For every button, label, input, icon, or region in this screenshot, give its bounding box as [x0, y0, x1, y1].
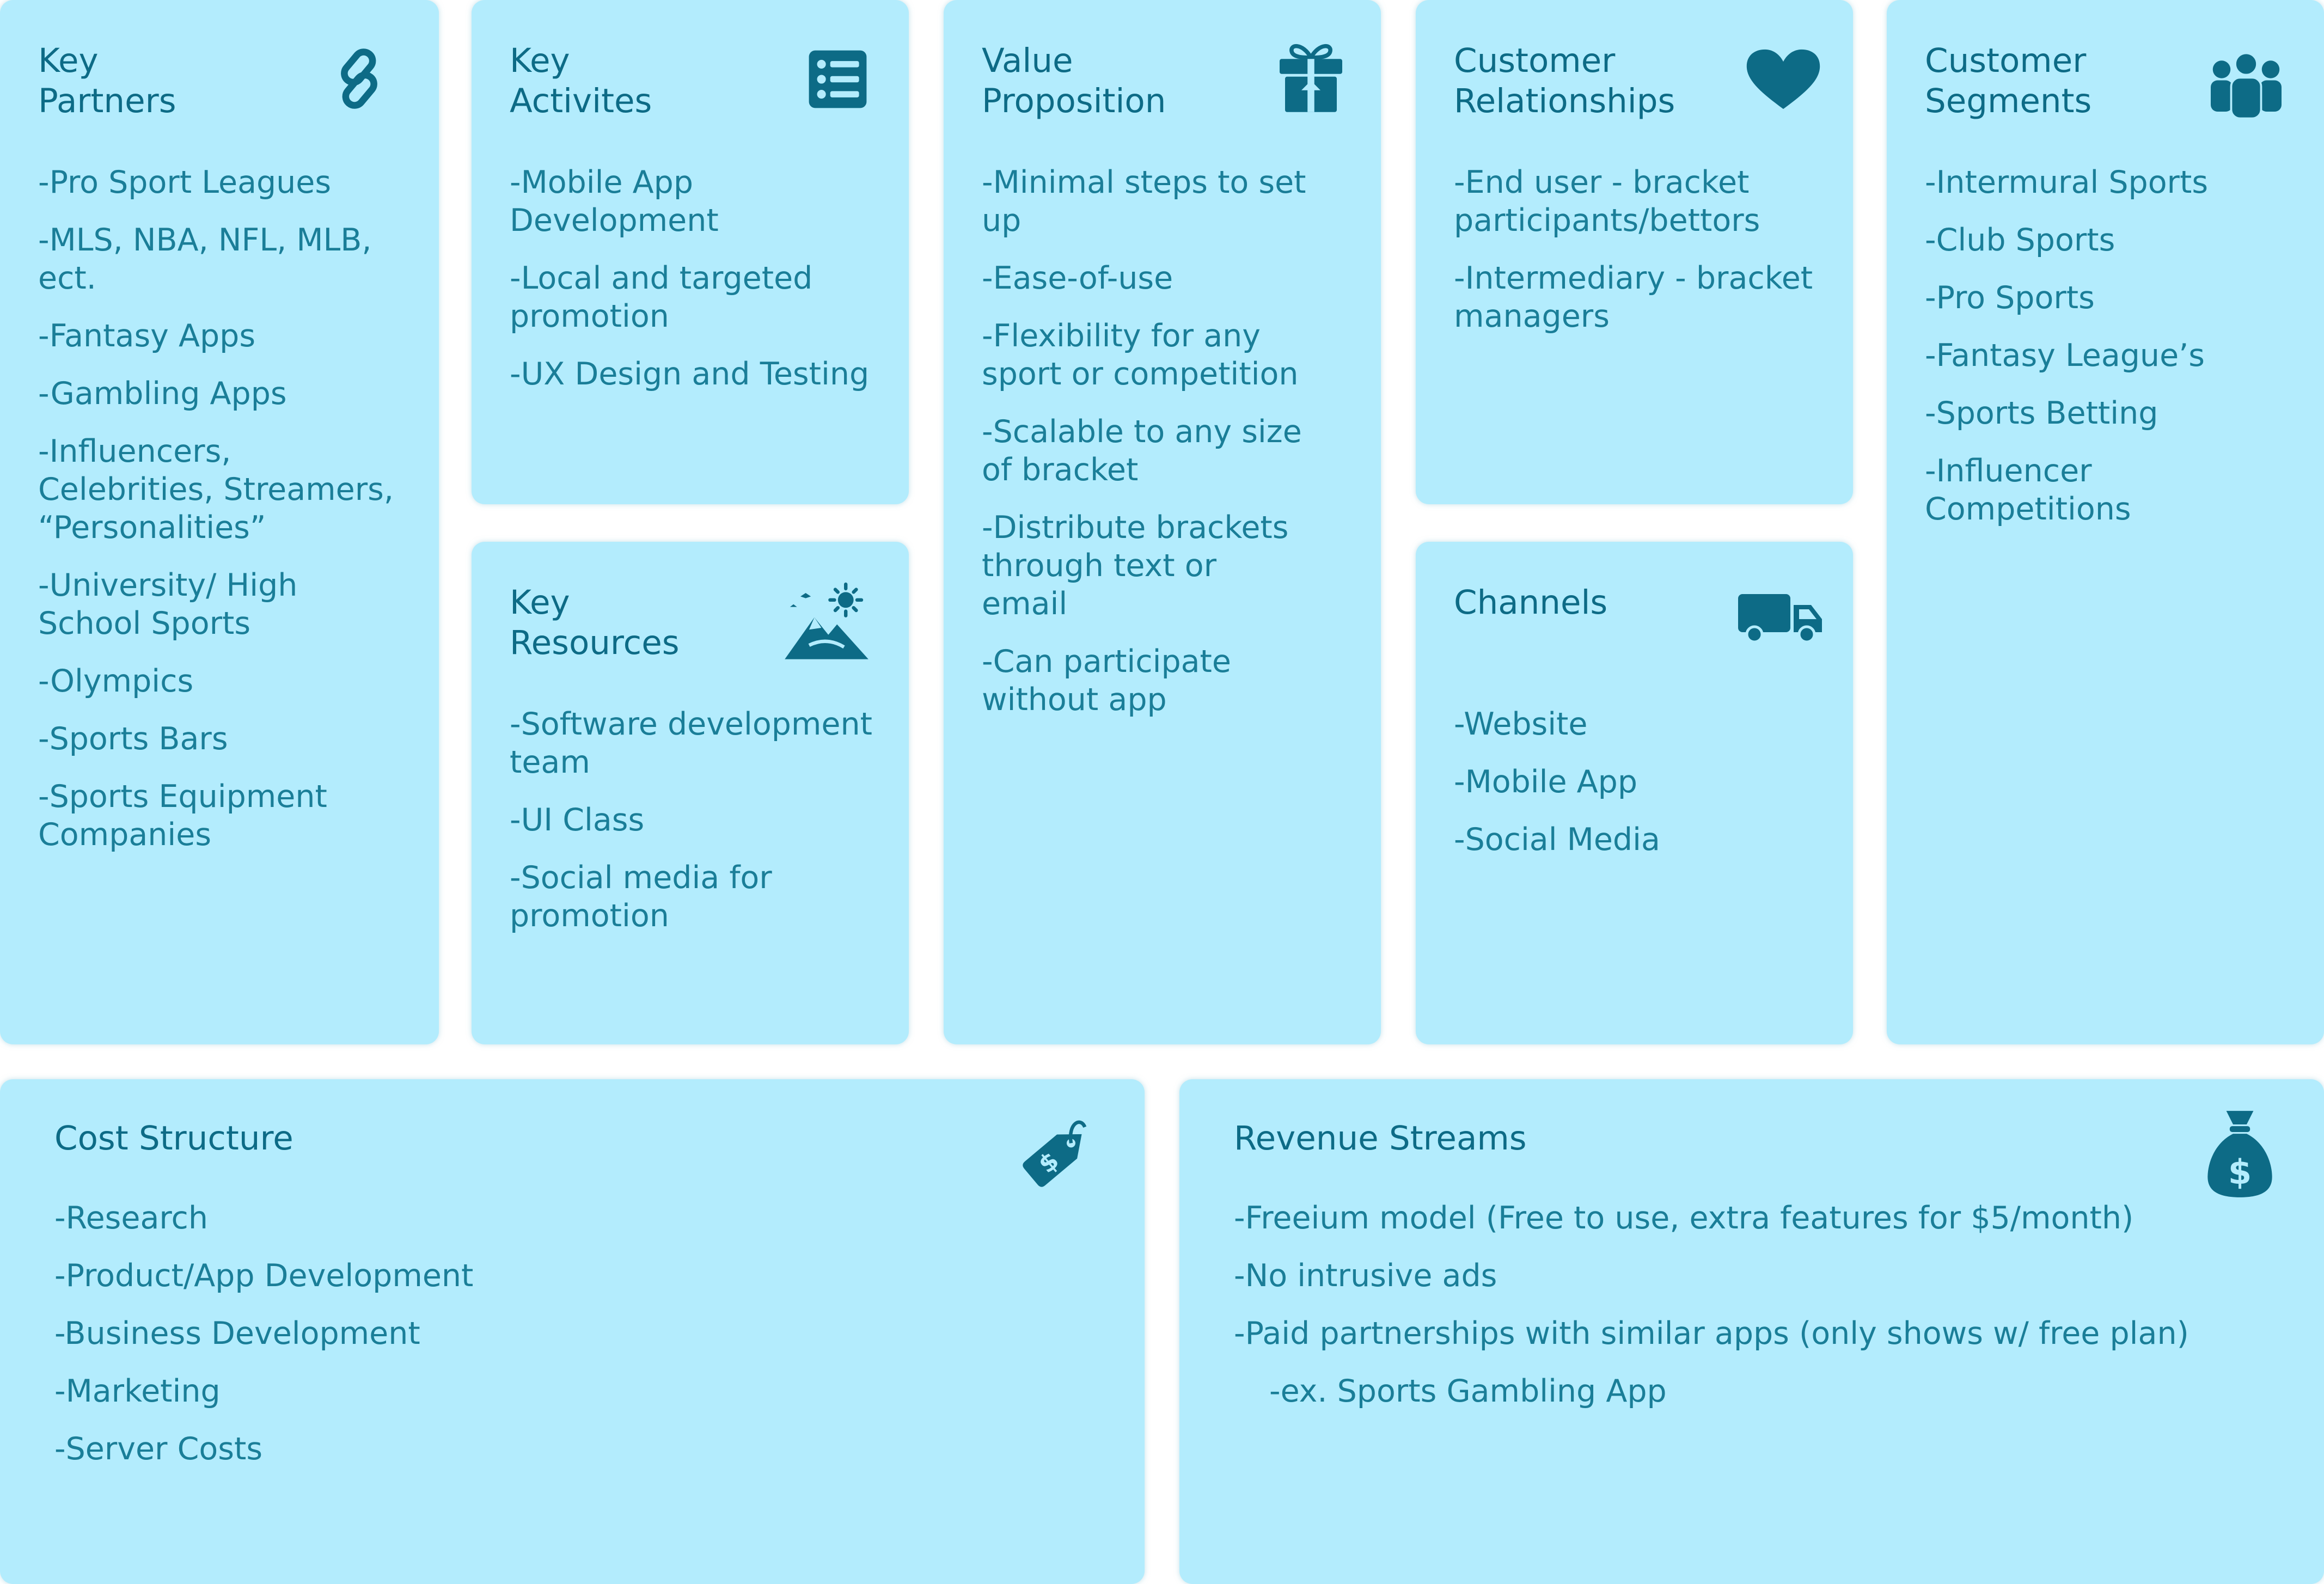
list-item: -University/ High School Sports — [38, 567, 298, 641]
channels-card: Channels -Website -Mobile App -Social Me… — [1416, 542, 1853, 1044]
value-proposition-card: Value Proposition -Minimal steps to set … — [944, 0, 1381, 1044]
key-partners-title: Key Partners — [38, 41, 176, 120]
list-item: -Flexibility for any sport or competitio… — [982, 318, 1299, 392]
customer-segments-card: Customer Segments -Intermural Sports -Cl… — [1887, 0, 2324, 1044]
checklist-icon — [806, 48, 869, 111]
list-item: -Sports Bars — [38, 721, 228, 757]
list-item: -UI Class — [510, 802, 645, 838]
list-item: -No intrusive ads — [1234, 1258, 1497, 1294]
list-item: -Website — [1454, 706, 1588, 742]
list-item: -MLS, NBA, NFL, MLB, ect. — [38, 222, 372, 296]
customer-relationships-card: Customer Relationships -End user - brack… — [1416, 0, 1853, 504]
svg-text:$: $ — [2228, 1152, 2252, 1192]
list-item: -Ease-of-use — [982, 260, 1173, 296]
list-item: -Social Media — [1454, 822, 1660, 858]
list-item: -Business Development — [54, 1316, 420, 1351]
link-icon — [325, 45, 393, 113]
list-item: -End user - bracket participants/bettors — [1454, 164, 1760, 238]
list-item: -Intermediary - bracket managers — [1454, 260, 1813, 334]
value-proposition-title: Value Proposition — [982, 41, 1166, 120]
list-item: -Product/App Development — [54, 1258, 474, 1294]
list-item: -Gambling Apps — [38, 376, 287, 412]
list-item: -Distribute brackets through text or ema… — [982, 510, 1289, 622]
landscape-icon — [783, 576, 870, 663]
list-item: -Fantasy Apps — [38, 318, 256, 354]
list-item: -Social media for promotion — [510, 860, 772, 934]
price-tag-icon: $ — [1013, 1112, 1100, 1199]
key-resources-card: Key Resources -Software development team… — [472, 542, 909, 1044]
list-item: -Local and targeted promotion — [510, 260, 813, 334]
list-item: -Fantasy League’s — [1925, 338, 2205, 374]
list-item: -Club Sports — [1925, 222, 2115, 258]
cost-structure-title: Cost Structure — [54, 1119, 293, 1158]
list-item: -Sports Betting — [1925, 395, 2158, 431]
list-item: -Pro Sport Leagues — [38, 164, 332, 200]
list-item: -Olympics — [38, 663, 194, 699]
list-item: -Pro Sports — [1925, 280, 2095, 316]
list-item: -Influencer Competitions — [1925, 453, 2131, 527]
list-item: -Paid partnerships with similar apps (on… — [1234, 1316, 2189, 1351]
customer-segments-title: Customer Segments — [1925, 41, 2092, 120]
channels-title: Channels — [1454, 583, 1608, 622]
revenue-streams-title: Revenue Streams — [1234, 1119, 1527, 1158]
list-item: -Freeium model (Free to use, extra featu… — [1234, 1200, 2134, 1236]
list-item: -Mobile App Development — [510, 164, 719, 238]
list-item: -Marketing — [54, 1373, 221, 1409]
money-bag-icon: $ — [2206, 1109, 2274, 1199]
list-item: -Minimal steps to set up — [982, 164, 1306, 238]
list-item: -Influencers, Celebrities, Streamers, “P… — [38, 433, 394, 546]
list-item: -Intermural Sports — [1925, 164, 2209, 200]
list-item: -UX Design and Testing — [510, 356, 870, 392]
key-activities-card: Key Activites -Mobile App Development -L… — [472, 0, 909, 504]
people-group-icon — [2208, 52, 2284, 120]
key-resources-title: Key Resources — [510, 583, 680, 662]
cost-structure-card: Cost Structure $ -Research -Product/App … — [0, 1079, 1145, 1584]
list-item: -Research — [54, 1200, 209, 1236]
heart-icon — [1745, 48, 1821, 111]
list-item: -ex. Sports Gambling App — [1269, 1373, 1667, 1409]
revenue-streams-card: Revenue Streams $ -Freeium model (Free t… — [1179, 1079, 2324, 1584]
key-partners-card: Key Partners -Pro Sport Leagues -MLS, NB… — [0, 0, 439, 1044]
customer-relationships-title: Customer Relationships — [1454, 41, 1675, 120]
truck-icon — [1737, 591, 1824, 645]
list-item: -Mobile App — [1454, 764, 1638, 800]
list-item: -Scalable to any size of bracket — [982, 414, 1302, 488]
list-item: -Server Costs — [54, 1431, 263, 1467]
gift-icon — [1277, 39, 1345, 115]
key-activities-title: Key Activites — [510, 41, 652, 120]
list-item: -Software development team — [510, 706, 872, 780]
list-item: -Sports Equipment Companies — [38, 779, 327, 853]
list-item: -Can participate without app — [982, 644, 1231, 718]
